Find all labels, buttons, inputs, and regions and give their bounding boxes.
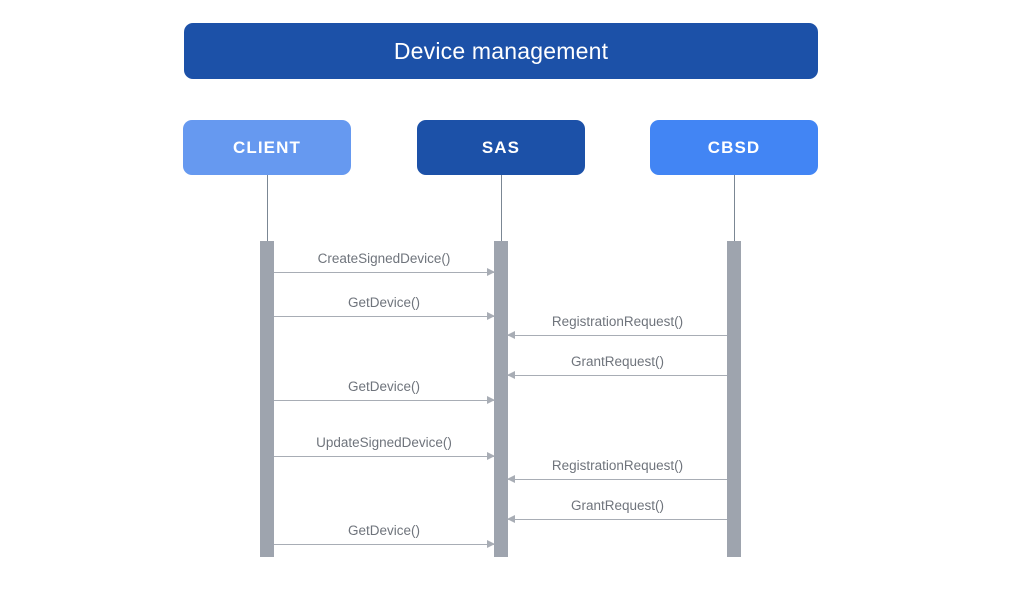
activation-bar-client [260, 241, 274, 557]
message-label-6: UpdateSignedDevice() [316, 435, 452, 450]
message-line-3 [508, 335, 727, 336]
message-label-4: GrantRequest() [570, 354, 665, 369]
message-line-7 [508, 479, 727, 480]
message-label-5: GetDevice() [347, 379, 420, 394]
arrow-head-right-icon [487, 452, 495, 460]
message-line-4 [508, 375, 727, 376]
lifeline-sas [501, 175, 502, 241]
message-line-1 [274, 272, 494, 273]
arrow-head-left-icon [507, 515, 515, 523]
message-label-1: CreateSignedDevice() [317, 251, 451, 266]
arrow-head-right-icon [487, 312, 495, 320]
message-label-8: GrantRequest() [570, 498, 665, 513]
participant-box-cbsd[interactable]: CBSD [650, 120, 818, 175]
participant-box-sas[interactable]: SAS [417, 120, 585, 175]
arrow-head-left-icon [507, 371, 515, 379]
message-line-6 [274, 456, 494, 457]
message-line-8 [508, 519, 727, 520]
arrow-head-right-icon [487, 396, 495, 404]
activation-bar-cbsd [727, 241, 741, 557]
arrow-head-right-icon [487, 268, 495, 276]
message-line-9 [274, 544, 494, 545]
arrow-head-left-icon [507, 475, 515, 483]
message-line-5 [274, 400, 494, 401]
lifeline-cbsd [734, 175, 735, 241]
message-line-2 [274, 316, 494, 317]
arrow-head-right-icon [487, 540, 495, 548]
participant-label-sas: SAS [481, 137, 521, 157]
message-label-9: GetDevice() [347, 523, 420, 538]
message-label-2: GetDevice() [347, 295, 420, 310]
message-label-3: RegistrationRequest() [551, 314, 684, 329]
page-title: Device management [393, 37, 609, 64]
lifeline-client [267, 175, 268, 241]
arrow-head-left-icon [507, 331, 515, 339]
activation-bar-sas [494, 241, 508, 557]
participant-label-cbsd: CBSD [707, 137, 761, 157]
participant-label-client: CLIENT [233, 137, 301, 157]
message-label-7: RegistrationRequest() [551, 458, 684, 473]
participant-box-client[interactable]: CLIENT [183, 120, 351, 175]
diagram-title-bar: Device management [184, 23, 818, 79]
